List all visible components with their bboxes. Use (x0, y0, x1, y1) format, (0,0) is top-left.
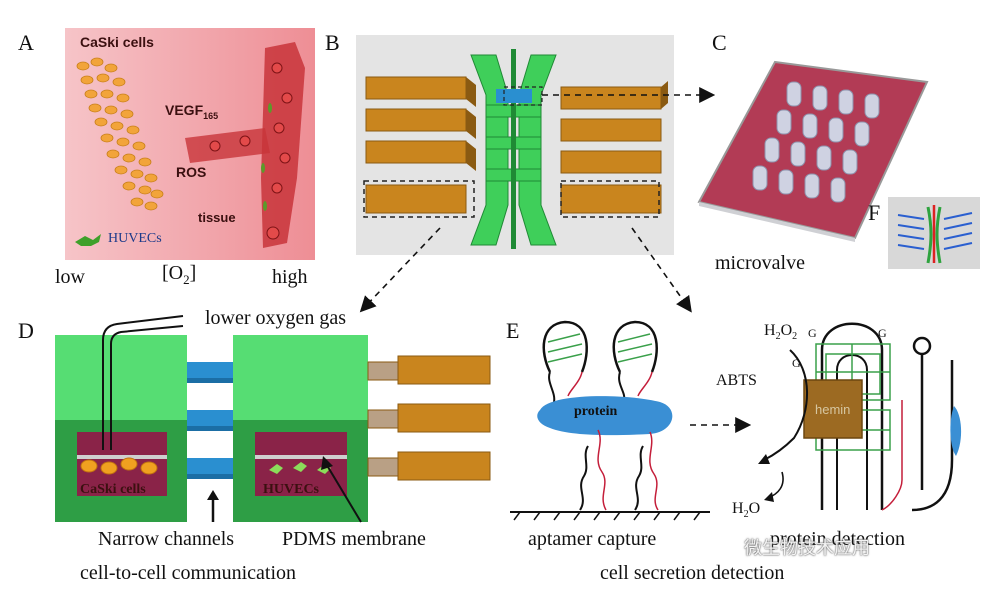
panel-c-microvalve (695, 52, 931, 242)
g-label-3: G (792, 356, 801, 370)
g-label-2: G (878, 326, 887, 340)
aptamer-capture-label: aptamer capture (528, 528, 657, 550)
microvalve-illustration (697, 60, 929, 242)
o2-subscript: 2 (183, 272, 190, 287)
aptamer-svg (510, 320, 710, 521)
tissue-label: tissue (198, 210, 236, 225)
h2o-sub: 2 (743, 509, 749, 521)
h2o-h: H (732, 500, 744, 517)
panel-c-letter: C (712, 30, 727, 55)
coculture-chip-illustration (55, 315, 491, 523)
h2o-label: H2O (732, 500, 760, 520)
o2-open: [O (162, 262, 184, 284)
device-3d-illustration (356, 35, 674, 255)
protein-label: protein (574, 404, 618, 419)
aptamer-capture-illustration (510, 312, 715, 522)
abts-label: ABTS (716, 372, 757, 389)
panel-a-illustration (65, 28, 315, 260)
h2o2-h: H (764, 322, 776, 339)
microvalve-caption: microvalve (715, 252, 805, 274)
protein-detection-illustration (742, 310, 982, 525)
panel-b-letter: B (325, 30, 340, 55)
panel-d-caption: cell-to-cell communication (80, 562, 297, 584)
panel-a-image (65, 28, 315, 260)
h2o2-sub1: 2 (775, 331, 781, 343)
huvecs-chamber-label: HUVECs (263, 482, 320, 497)
vegf-subscript: 165 (203, 110, 219, 121)
watermark: 微生物技术应用 (744, 538, 870, 558)
narrow-channels-label: Narrow channels (98, 528, 235, 550)
h2o2-label: H2O2 (764, 322, 797, 342)
huvecs-label: HUVECs (108, 231, 162, 246)
lower-oxygen-gas-label: lower oxygen gas (205, 307, 347, 329)
caski-cells-label: CaSki cells (80, 34, 154, 50)
protein-detection-label: protein detection (770, 528, 905, 550)
pdms-membrane-label: PDMS membrane (282, 528, 426, 550)
g-quadruplex-svg (758, 322, 962, 512)
vegf-label: VEGF165 (165, 102, 218, 121)
hemin-label: hemin (815, 402, 851, 417)
panel-d-chip (55, 300, 500, 530)
low-label: low (55, 266, 85, 288)
panel-d-letter: D (18, 318, 34, 343)
panel-b-device (356, 35, 674, 255)
ros-label: ROS (176, 164, 207, 180)
panel-f-letter: F (868, 200, 881, 225)
h2o2-sub2: 2 (792, 331, 798, 343)
panel-e-caption: cell secretion detection (600, 562, 785, 584)
panel-f-photo (888, 197, 980, 269)
panel-e-letter: E (506, 318, 520, 343)
device-photo (888, 197, 980, 269)
vegf-text: VEGF (165, 102, 204, 118)
high-label: high (272, 266, 308, 288)
panel-a-letter: A (18, 30, 34, 55)
o2-close: ] (189, 262, 197, 284)
h2o2-o: O (780, 322, 793, 339)
h2o-o: O (748, 500, 761, 517)
oxygen-concentration-label: [O2] (162, 262, 196, 288)
g-label-1: G (808, 326, 817, 340)
caski-chamber-label: CaSki cells (80, 482, 146, 497)
